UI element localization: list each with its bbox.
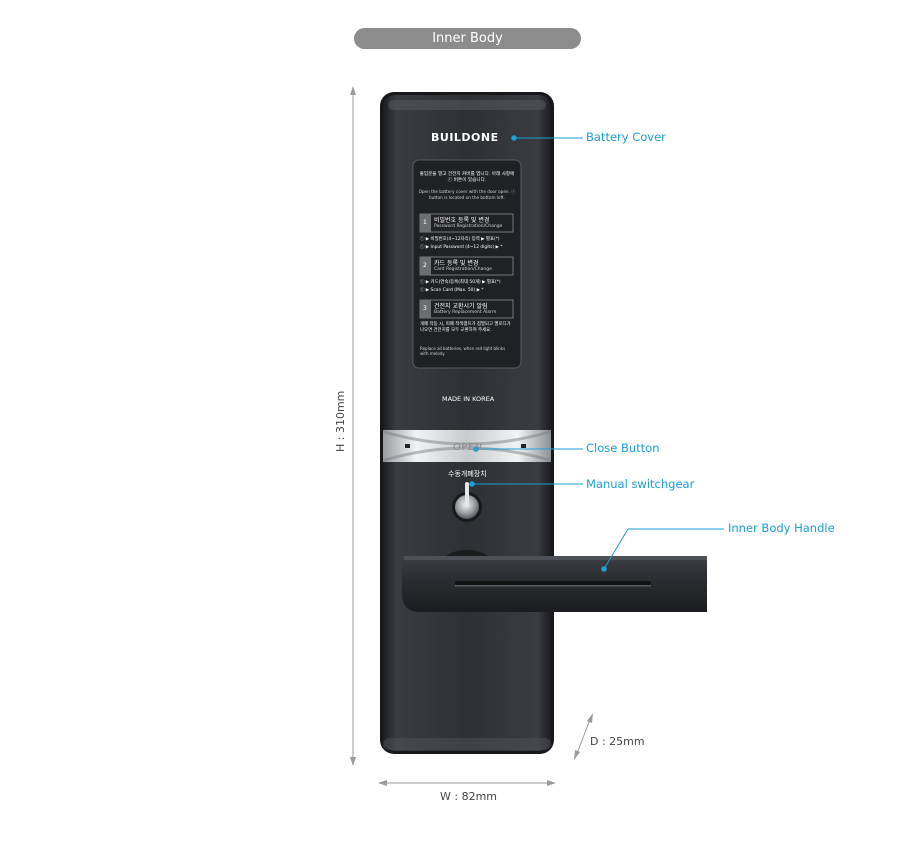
manual-label: 수동개폐장치 <box>448 470 487 478</box>
step-line: ⓡ ▶ Scan Card (Max. 50) ▶ * <box>420 288 484 293</box>
callout-manual-switchgear: Manual switchgear <box>586 477 695 491</box>
step-title-ko: 건전지 교환시기 알림 <box>434 303 488 310</box>
callout-close-button: Close Button <box>586 441 660 455</box>
close-button-band <box>383 430 551 462</box>
callout-battery-cover: Battery Cover <box>586 130 666 144</box>
instruction-intro-ko: 출입문을 열고 건전지 커버를 엽니다. 아래 사항에 ⓡ 버튼이 있습니다. <box>419 172 515 183</box>
callout-dot <box>511 135 517 141</box>
alarm-text-ko: 개폐 작동 시, 피폐 적색램프가 점멸되고 멜로디가 나오면 건전지를 모두 … <box>420 322 511 333</box>
step-number: 2 <box>423 262 427 269</box>
inner-body-handle <box>402 550 707 612</box>
step-title-en: Battery Replacement Alarm <box>434 310 497 315</box>
section-title: Inner Body <box>432 31 503 46</box>
callout-dot <box>601 566 607 572</box>
step-title-en: Password Registration/Change <box>434 224 503 229</box>
step-title-en: Card Registration/Change <box>434 267 492 272</box>
dimension-width: W : 82mm <box>440 790 498 803</box>
step-title-ko: 카드 등록 및 변경 <box>434 260 479 267</box>
callout-dot <box>469 481 475 487</box>
made-in-label: MADE IN KOREA <box>442 395 495 403</box>
step-line: ⓡ ▶ 비밀번호(4~12자리) 입력 ▶ 별표(*) <box>420 237 500 242</box>
dimension-lines <box>350 86 593 786</box>
instruction-panel <box>412 159 522 369</box>
dimension-height: H : 310mm <box>334 390 347 452</box>
alarm-text-en: Replace all batteries, when red light bl… <box>420 346 506 356</box>
step-number: 1 <box>423 219 427 226</box>
manual-switchgear-knob <box>452 482 482 522</box>
brand-logo: BUILDONE <box>431 131 499 144</box>
step-line: ⓡ ▶ 카드(연속)등록(최대 50개) ▶ 별표(*) <box>420 280 501 285</box>
callout-dot <box>473 446 479 452</box>
callout-inner-body-handle: Inner Body Handle <box>728 521 835 535</box>
instruction-intro-en: Open the battery cover with the door ope… <box>418 189 516 200</box>
step-line: ⓡ ▶ Input Password (4~12 digits) ▶ * <box>420 245 503 250</box>
section-title-pill: Inner Body <box>354 28 581 49</box>
step-number: 3 <box>423 305 427 312</box>
dimension-depth: D : 25mm <box>590 735 645 748</box>
open-label: OPEN <box>453 442 483 453</box>
step-title-ko: 비밀번호 등록 및 변경 <box>434 217 490 224</box>
callout-lines <box>472 137 724 570</box>
